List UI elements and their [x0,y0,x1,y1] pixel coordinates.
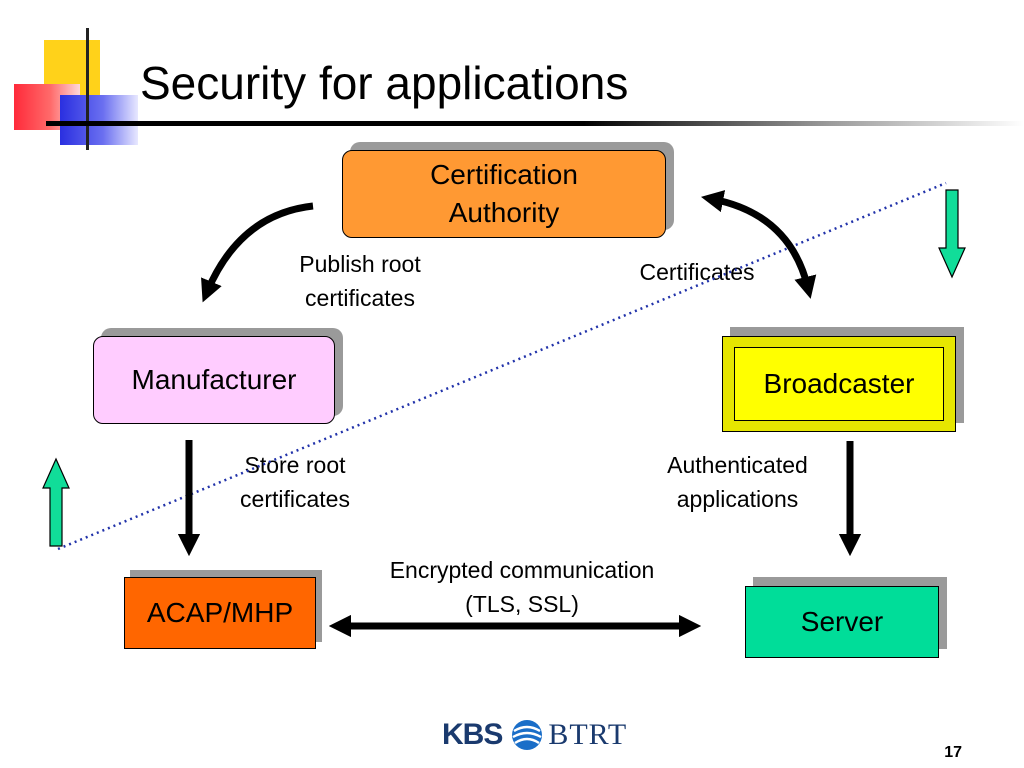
acap-mhp-label: ACAP/MHP [146,597,294,628]
decor-blue-square [60,95,138,145]
logo-btrt-text: BTRT [548,718,628,751]
publish-root-certificates-label: Publish root certificates [270,247,450,315]
server-node: Server [745,586,939,658]
manufacturer-label: Manufacturer [131,364,297,395]
manufacturer-node: Manufacturer [93,336,335,424]
broadcaster-inner: Broadcaster [734,347,944,421]
acap-mhp-node: ACAP/MHP [124,577,316,649]
encrypted-communication-label: Encrypted communication (TLS, SSL) [350,553,694,621]
auth-label-line2: applications [676,486,799,512]
publish-label-line2: certificates [305,285,415,311]
auth-label-line1: Authenticated [667,452,808,478]
store-label-line1: Store root [244,452,346,478]
authenticated-applications-label: Authenticated applications [635,448,840,516]
publish-label-line1: Publish root [299,251,421,277]
trust-boundary-line [57,181,947,551]
certification-authority-node: Certification Authority [342,150,666,238]
footer-logo: KBS BTRT [442,718,627,752]
page-number: 17 [944,744,962,761]
slide-title: Security for applications [140,57,629,109]
publish-arrow [201,202,314,303]
logo-kbs-text: KBS [442,718,503,751]
kbs-logo-icon [512,720,542,750]
enc-label-line2: (TLS, SSL) [465,591,579,617]
enc-label-line1: Encrypted communication [389,557,655,583]
decor-vertical-line [86,28,89,150]
store-root-certificates-label: Store root certificates [210,448,380,516]
store-label-line2: certificates [240,486,350,512]
server-label: Server [800,606,884,637]
broadcaster-label: Broadcaster [763,368,915,399]
ca-label-line1: Certification [430,159,578,190]
title-underline [46,121,1024,126]
down-arrow-icon [938,189,966,279]
certificates-arrow [701,190,817,299]
ca-label-line2: Authority [448,197,560,228]
up-arrow-icon [42,457,70,547]
